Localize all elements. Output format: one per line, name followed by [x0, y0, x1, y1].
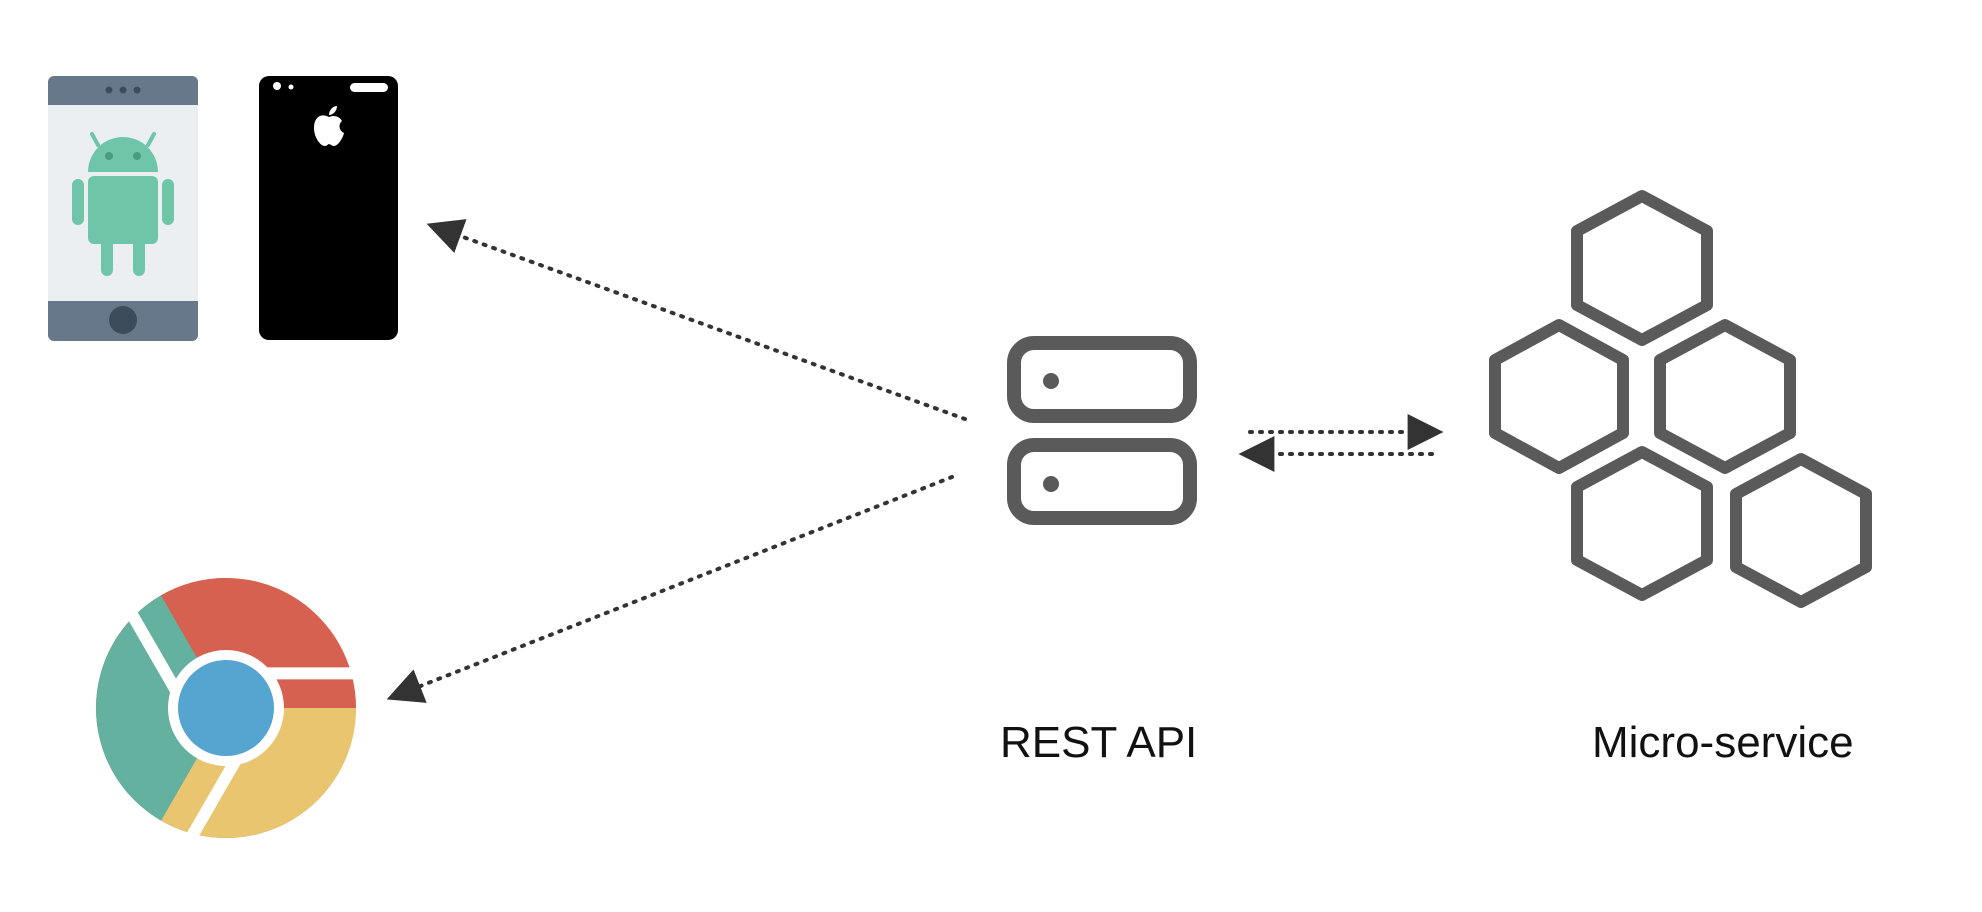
android-robot-icon: [72, 132, 174, 276]
hexagon-bottom-right: [1730, 453, 1872, 608]
iphone-icon: [259, 76, 398, 340]
arrow-api-to-browser: [386, 475, 954, 703]
hexagon-bottom-left: [1571, 446, 1713, 601]
arrow-api-to-mobile: [426, 219, 967, 421]
rest-api-label: REST API: [1000, 718, 1198, 767]
hexagon-middle-left: [1489, 319, 1629, 474]
server-icon: [1007, 336, 1197, 525]
chrome-icon: [95, 578, 357, 840]
hexagon-middle-right: [1654, 319, 1796, 474]
hexagon-top: [1571, 190, 1713, 346]
android-phone-icon: [48, 76, 198, 341]
apple-logo-icon: [314, 106, 344, 146]
hexagon-cluster-icon: [1489, 190, 1872, 608]
micro-service-label: Micro-service: [1592, 718, 1854, 767]
